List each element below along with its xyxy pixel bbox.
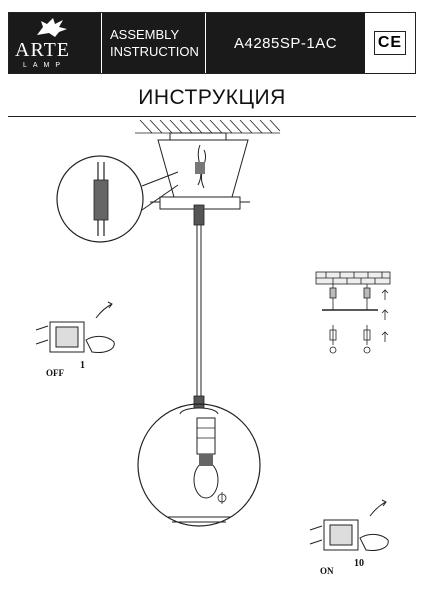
switch-on-label: ON — [320, 566, 334, 576]
brand-logo: ARTE LAMP — [9, 13, 101, 73]
wall-switch-on-icon — [309, 499, 389, 551]
glass-shade — [137, 403, 261, 527]
ce-mark-icon: CE — [374, 31, 406, 55]
document-title-line2: INSTRUCTION — [110, 44, 199, 59]
document-title-line1: ASSEMBLY — [110, 27, 180, 42]
header-bar: ARTE LAMP ASSEMBLY INSTRUCTION A4285SP-1… — [8, 12, 416, 74]
page-title: ИНСТРУКЦИЯ — [138, 86, 286, 109]
step-number-on: 10 — [354, 558, 364, 569]
title-divider — [8, 116, 416, 117]
switch-off-label: OFF — [46, 368, 64, 378]
cable-grip — [193, 204, 205, 226]
brand-subtitle: LAMP — [23, 62, 67, 69]
model-code: A4285SP-1AC — [205, 13, 365, 73]
mounting-detail — [315, 271, 391, 354]
certification-box: CE — [365, 13, 415, 73]
light-bulb-icon — [193, 461, 219, 499]
mounting-plate — [169, 132, 227, 141]
document-title: ASSEMBLY INSTRUCTION — [101, 13, 205, 73]
lamp-socket — [196, 417, 216, 455]
griffin-logo-icon — [37, 18, 67, 37]
wall-switch-off-icon — [35, 301, 115, 353]
brand-name: ARTE — [15, 39, 71, 61]
ceiling-hatch — [135, 119, 281, 134]
step-number-off: 1 — [80, 360, 85, 371]
terminal-block — [195, 162, 205, 174]
